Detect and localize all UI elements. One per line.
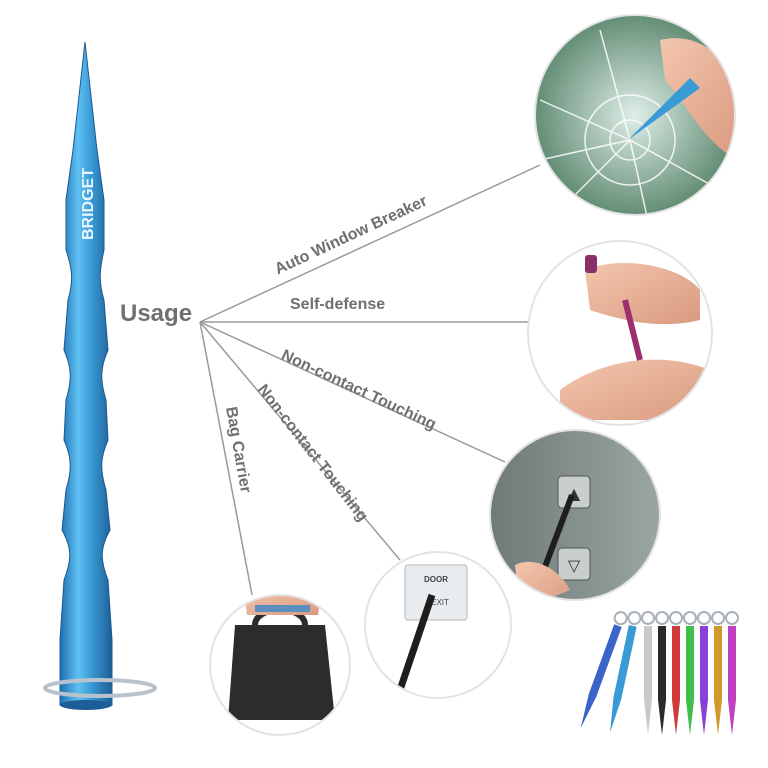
color-variant-pen [683,611,697,735]
brand-engraving: BRIDGET [80,168,97,240]
door-button-photo: DOOR EXIT [364,551,512,699]
window-breaker-photo [534,14,736,216]
use-label-self-defense: Self-defense [290,296,386,313]
color-variant-pen [580,611,628,729]
color-variant-pen [641,611,655,735]
self-defense-photo [527,240,713,426]
bag-carrier-photo [209,594,351,736]
color-variant-pen [725,611,739,735]
elevator-down-button-glyph: ▽ [568,556,581,575]
color-variant-pen [655,611,669,735]
color-variant-pen [697,611,711,735]
color-variant-pen [711,611,725,735]
door-panel-label: DOOR [424,575,448,584]
color-variant-pen [669,611,683,735]
color-variant-pen [610,611,642,733]
kubotan-pen [43,41,157,710]
connector-lines [199,164,541,596]
elevator-photo: ▲ ▽ [489,429,661,601]
color-variants [580,611,739,735]
usage-title: Usage [120,300,193,327]
exit-panel-label: EXIT [431,598,449,607]
